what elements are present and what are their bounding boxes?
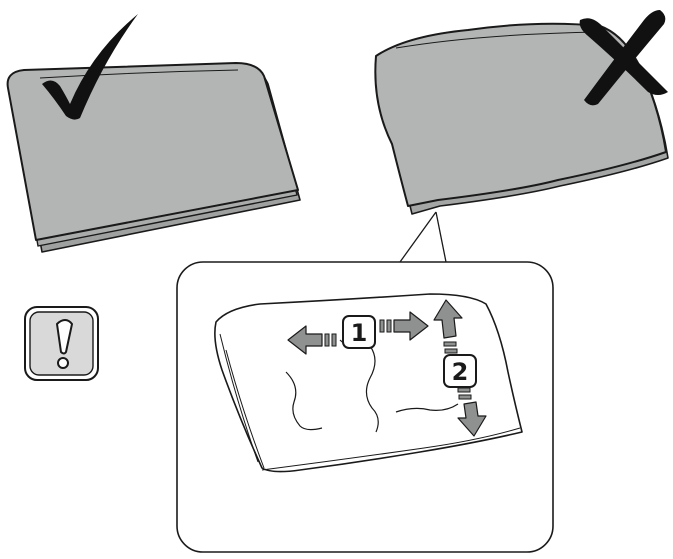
step-1-badge: 1: [343, 316, 375, 348]
warning-icon: [25, 307, 98, 380]
step-2-label: 2: [452, 358, 469, 386]
step-1-label: 1: [351, 319, 368, 347]
step-2-badge: 2: [444, 355, 476, 387]
callout-line-right: [436, 212, 446, 262]
callout-line-left: [400, 212, 436, 262]
